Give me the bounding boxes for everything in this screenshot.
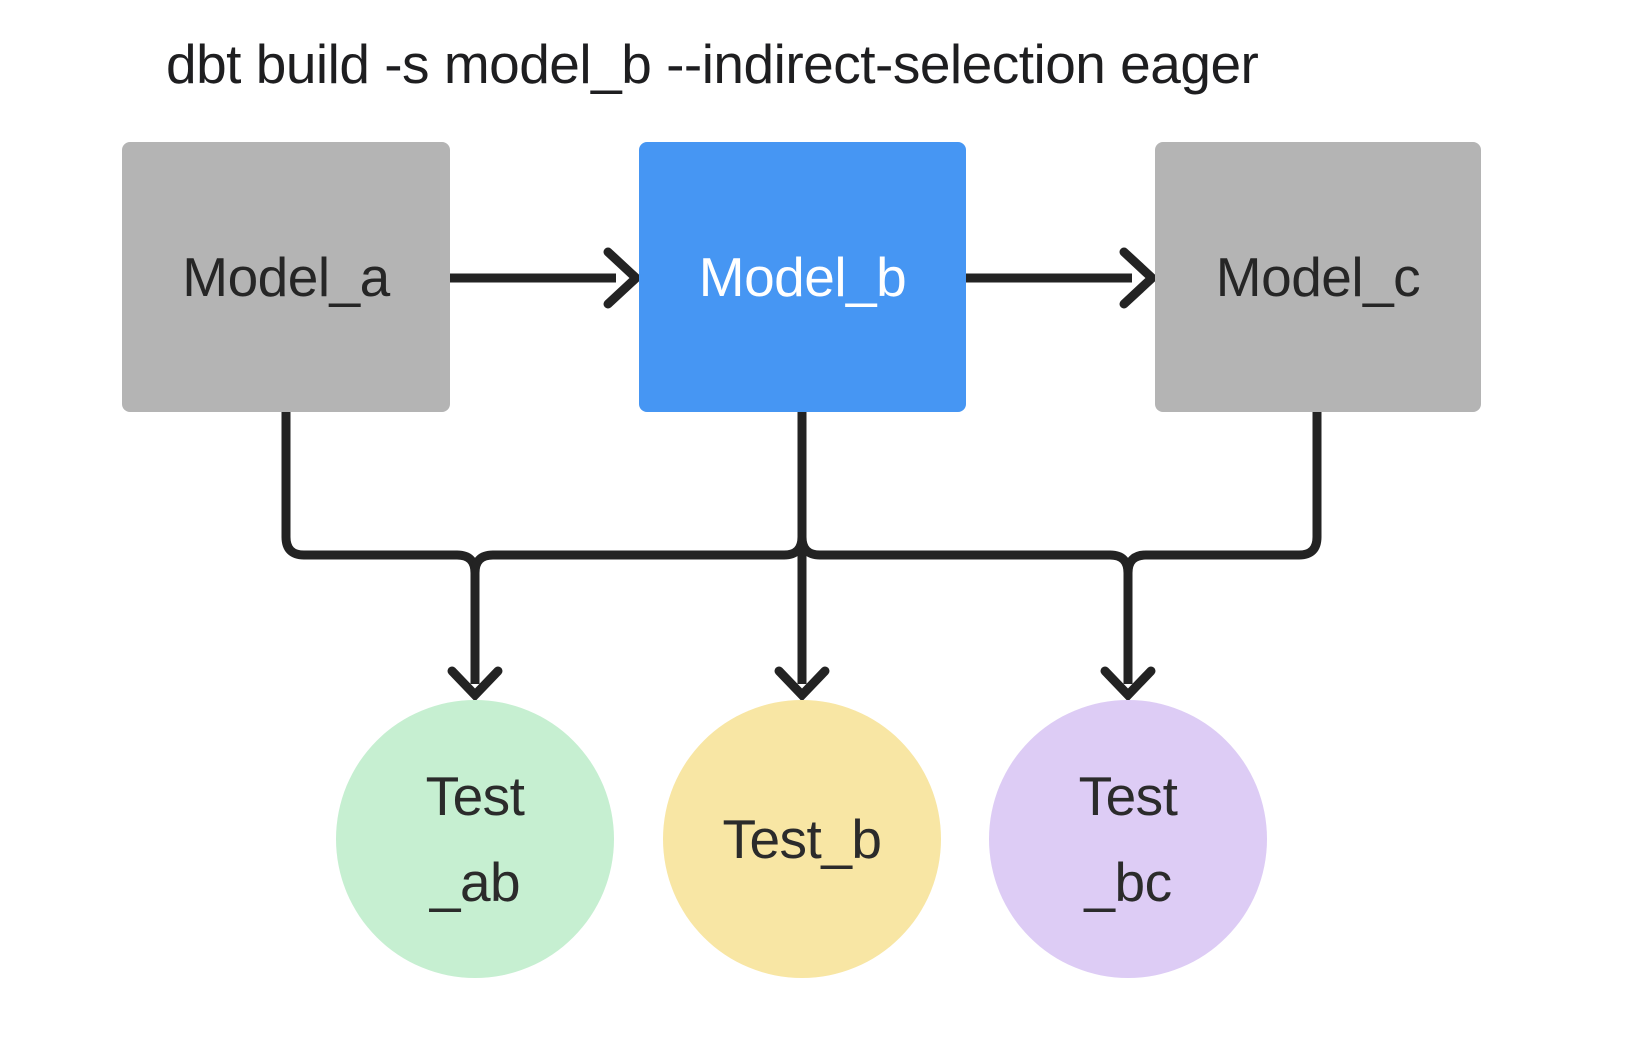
edge-model-a-to-test-ab xyxy=(281,410,480,684)
node-test-b[interactable]: Test_b xyxy=(663,700,941,978)
arrowhead-test-bc-icon xyxy=(1100,666,1156,702)
arrowhead-test-b-icon xyxy=(774,666,830,702)
edge-model-b-to-test-ab xyxy=(470,536,807,574)
node-test-b-label-line1: Test_b xyxy=(722,808,882,870)
node-model-a[interactable]: Model_a xyxy=(122,142,450,412)
diagram-title: dbt build -s model_b --indirect-selectio… xyxy=(166,33,1259,95)
node-test-bc[interactable]: Test _bc xyxy=(989,700,1267,978)
node-test-ab-label-line1: Test xyxy=(425,765,525,827)
node-model-b[interactable]: Model_b xyxy=(639,142,966,412)
node-test-ab-label-line2: _ab xyxy=(429,851,521,913)
node-model-c-label: Model_c xyxy=(1215,246,1421,308)
edge-model-c-to-test-bc xyxy=(1123,410,1322,684)
node-test-bc-label-line1: Test xyxy=(1078,765,1178,827)
node-test-ab[interactable]: Test _ab xyxy=(336,700,614,978)
node-model-a-label: Model_a xyxy=(182,246,390,308)
node-model-b-label: Model_b xyxy=(698,246,907,308)
arrowhead-model-b-icon xyxy=(603,247,643,309)
edge-model-b-to-test-bc xyxy=(797,536,1133,574)
node-test-bc-label-line2: _bc xyxy=(1084,851,1172,913)
arrowhead-model-c-icon xyxy=(1119,247,1159,309)
node-model-c[interactable]: Model_c xyxy=(1155,142,1481,412)
arrowhead-test-ab-icon xyxy=(447,666,503,702)
